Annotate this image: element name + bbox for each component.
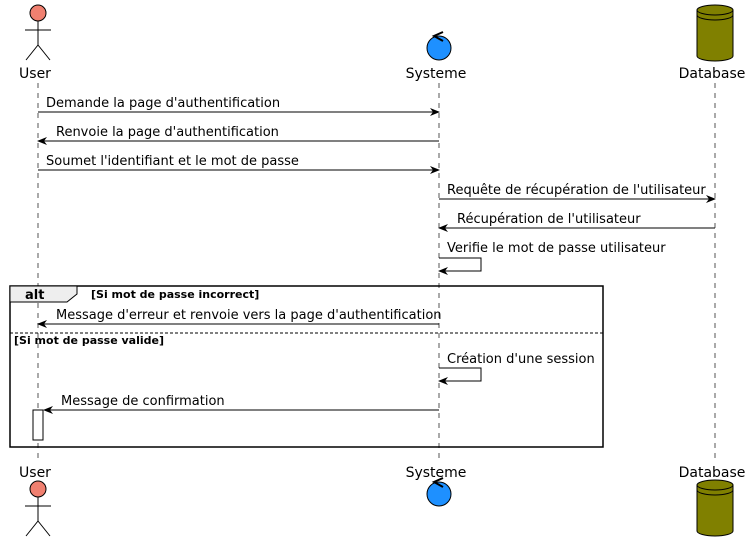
activation-box xyxy=(32,409,44,441)
alt-keyword: alt xyxy=(25,288,44,303)
participant-user-bottom: User xyxy=(19,465,51,537)
message-label: Renvoie la page d'authentification xyxy=(56,125,279,140)
participant-database-bottom: Database xyxy=(679,465,746,537)
message-label: Verifie le mot de passe utilisateur xyxy=(447,241,666,256)
alt-guard: [Si mot de passe incorrect] xyxy=(91,288,259,301)
participant-systeme-top: Systeme xyxy=(406,31,467,82)
participant-name: Database xyxy=(679,465,746,481)
message-label: Message de confirmation xyxy=(61,394,225,409)
message-label: Soumet l'identifiant et le mot de passe xyxy=(46,154,299,169)
participant-name: User xyxy=(19,66,51,82)
participant-name: Systeme xyxy=(406,66,467,82)
participant-systeme-bottom: Systeme xyxy=(406,465,467,507)
alt-frame: alt [Si mot de passe incorrect] [Si mot … xyxy=(9,285,604,448)
participant-name: User xyxy=(19,465,51,481)
message-label: Création d'une session xyxy=(447,352,595,367)
message-label: Requête de récupération de l'utilisateur xyxy=(447,183,706,198)
actor-icon xyxy=(25,480,51,537)
alt-guard: [Si mot de passe valide] xyxy=(14,334,164,347)
actor-icon xyxy=(25,4,51,61)
self-message-arrow xyxy=(438,257,482,275)
participant-name: Database xyxy=(679,66,746,82)
participant-database-top: Database xyxy=(679,4,746,82)
participant-user-top: User xyxy=(19,4,51,82)
message-label: Message d'erreur et renvoie vers la page… xyxy=(56,308,442,323)
self-message-arrow xyxy=(438,367,482,385)
participant-name: Systeme xyxy=(406,465,467,481)
control-icon xyxy=(426,31,452,61)
message-label: Récupération de l'utilisateur xyxy=(457,212,641,227)
control-icon xyxy=(426,477,452,507)
database-icon xyxy=(696,4,734,62)
database-icon xyxy=(696,479,734,537)
message-label: Demande la page d'authentification xyxy=(46,96,280,111)
